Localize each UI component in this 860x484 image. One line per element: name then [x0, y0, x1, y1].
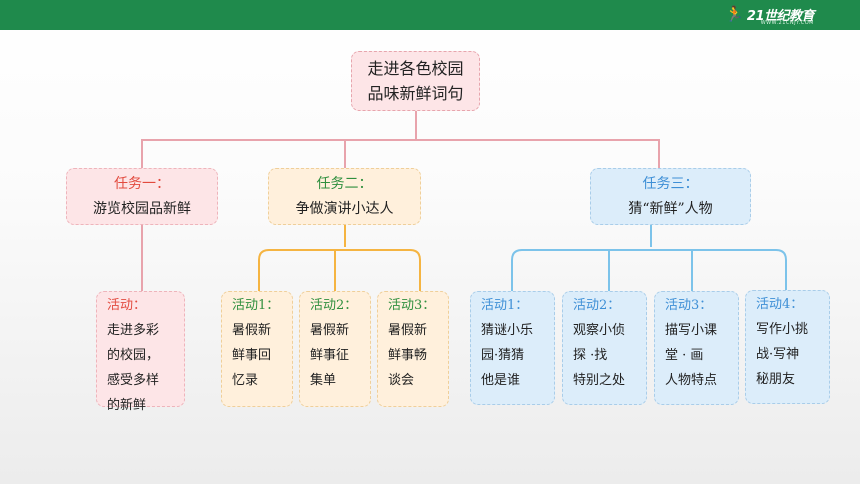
task-3-activity-1: 活动1： 猜谜小乐 园·猜猜 他是谁 — [470, 291, 555, 405]
activity-body: 猜谜小乐 园·猜猜 他是谁 — [481, 323, 534, 388]
task-3-activity-3: 活动3： 描写小课 堂 · 画 人物特点 — [654, 291, 739, 405]
task-1-title: 任务一： — [114, 176, 170, 192]
task-branch-line — [141, 139, 660, 168]
header-bar — [0, 0, 860, 30]
task2-branch-line — [258, 249, 421, 291]
activity-title: 活动3： — [665, 298, 713, 313]
activity-body: 写作小挑 战·写神 秘朋友 — [756, 322, 809, 387]
runner-icon: 🏃 — [725, 4, 744, 23]
activity-body: 暑假新 鲜事畅 谈会 — [388, 323, 428, 388]
task-1-name: 游览校园品新鲜 — [93, 201, 191, 217]
task3-branch-line — [511, 249, 787, 291]
activity-title: 活动： — [107, 298, 147, 313]
activity-title: 活动2： — [573, 298, 621, 313]
activity-title: 活动3： — [388, 298, 436, 313]
task-3-name: 猜“新鲜”人物 — [628, 201, 713, 217]
task-3-title: 任务三： — [642, 176, 699, 192]
task-1-node: 任务一： 游览校园品新鲜 — [66, 168, 218, 225]
logo-url: WWW.21CNJY.COM — [760, 20, 814, 26]
task-3-activity-4: 活动4： 写作小挑 战·写神 秘朋友 — [745, 290, 830, 404]
activity-body: 走进多彩 的校园， 感受多样 的新鲜 — [107, 323, 160, 413]
task-2-activity-3: 活动3： 暑假新 鲜事畅 谈会 — [377, 291, 449, 407]
brand-logo: 🏃 21世纪教育 WWW.21CNJY.COM — [725, 3, 815, 26]
logo-text: 21世纪教育 — [746, 8, 815, 24]
activity-title: 活动1： — [232, 298, 280, 313]
task-2-title: 任务二： — [316, 176, 373, 192]
activity-title: 活动4： — [756, 297, 804, 312]
task-2-activity-2: 活动2： 暑假新 鲜事征 集单 — [299, 291, 371, 407]
task-1-activity: 活动： 走进多彩 的校园， 感受多样 的新鲜 — [96, 291, 185, 413]
root-node: 走进各色校园 品味新鲜词句 — [351, 51, 480, 111]
activity-title: 活动1： — [481, 298, 529, 313]
task-2-node: 任务二： 争做演讲小达人 — [268, 168, 421, 225]
task-2-activity-1: 活动1： 暑假新 鲜事回 忆录 — [221, 291, 293, 407]
activity-title: 活动2： — [310, 298, 358, 313]
task-3-node: 任务三： 猜“新鲜”人物 — [590, 168, 751, 225]
root-line-2: 品味新鲜词句 — [367, 84, 464, 103]
task-2-name: 争做演讲小达人 — [295, 201, 394, 217]
activity-body: 观察小侦 探 ·找 特别之处 — [573, 323, 626, 388]
activity-body: 描写小课 堂 · 画 人物特点 — [665, 323, 718, 388]
task-3-activity-2: 活动2： 观察小侦 探 ·找 特别之处 — [562, 291, 647, 405]
activity-body: 暑假新 鲜事回 忆录 — [232, 323, 272, 388]
activity-body: 暑假新 鲜事征 集单 — [310, 323, 350, 388]
root-line-1: 走进各色校园 — [367, 59, 464, 78]
